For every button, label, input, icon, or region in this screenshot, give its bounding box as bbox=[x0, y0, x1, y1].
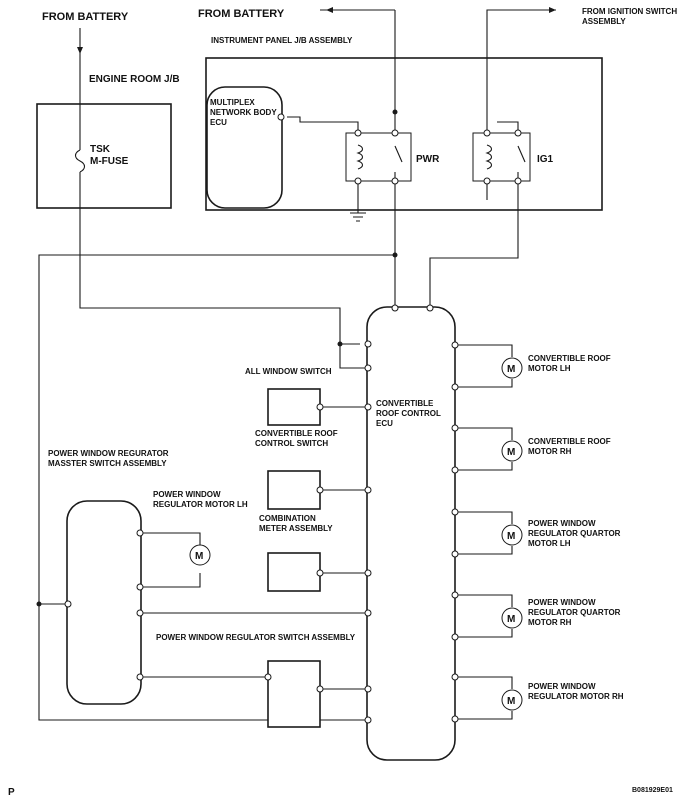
ig1-coil-icon bbox=[485, 144, 493, 170]
motor-icon bbox=[189, 544, 211, 566]
ecu-label-3: ECU bbox=[376, 419, 393, 428]
arrow-down-icon bbox=[77, 47, 83, 54]
connector-terminals bbox=[64, 113, 522, 724]
mpx-label-2: NETWORK BODY bbox=[210, 108, 277, 117]
pw-motor-lh-label-2: REGULATOR MOTOR LH bbox=[153, 500, 248, 509]
page-mark: P bbox=[8, 787, 15, 798]
mpx-label-3: ECU bbox=[210, 118, 227, 127]
instrument-panel-label: INSTRUMENT PANEL J/B ASSEMBLY bbox=[211, 36, 353, 45]
combo-label-2: METER ASSEMBLY bbox=[259, 524, 333, 533]
pw-switch-assembly-box bbox=[267, 660, 321, 728]
convertible-roof-ecu-box bbox=[366, 306, 456, 761]
motor-icon bbox=[501, 524, 523, 546]
motor-icon bbox=[501, 689, 523, 711]
engine-room-label: ENGINE ROOM J/B bbox=[89, 74, 180, 85]
qrh-label-3: MOTOR RH bbox=[528, 618, 572, 627]
roof-rh-label-1: CONVERTIBLE ROOF bbox=[528, 437, 611, 446]
unlabeled-component-box bbox=[267, 552, 321, 592]
master-switch-box bbox=[66, 500, 142, 705]
pw-motor-lh-label-1: POWER WINDOW bbox=[153, 490, 221, 499]
roof-rh-label-2: MOTOR RH bbox=[528, 447, 572, 456]
pwr-relay-box bbox=[345, 132, 412, 182]
arrow-right-icon bbox=[549, 7, 556, 13]
ecu-label-2: ROOF CONTROL bbox=[376, 409, 441, 418]
master-switch-label-1: POWER WINDOW REGURATOR bbox=[48, 449, 169, 458]
roof-motor-lh-wires bbox=[455, 344, 513, 388]
pwr-coil-icon bbox=[356, 144, 364, 170]
roof-switch-label-1: CONVERTIBLE ROOF bbox=[255, 429, 338, 438]
roof-lh-label-1: CONVERTIBLE ROOF bbox=[528, 354, 611, 363]
all-window-switch-wire bbox=[339, 344, 368, 369]
left-bus-wire bbox=[38, 254, 395, 721]
ig1-relay-wiring bbox=[429, 9, 556, 308]
qrh-label-2: REGULATOR QUARTOR bbox=[528, 608, 621, 617]
qlh-label-2: REGULATOR QUARTOR bbox=[528, 529, 621, 538]
roof-lh-label-2: MOTOR LH bbox=[528, 364, 571, 373]
quarter-motor-rh-wires bbox=[455, 594, 513, 638]
motor-symbol: M bbox=[507, 696, 515, 707]
arrow-left-icon bbox=[326, 7, 333, 13]
motor-symbol: M bbox=[507, 531, 515, 542]
fuse-icon bbox=[74, 149, 86, 173]
qlh-label-1: POWER WINDOW bbox=[528, 519, 596, 528]
qrh-label-1: POWER WINDOW bbox=[528, 598, 596, 607]
ig1-label: IG1 bbox=[537, 154, 554, 165]
motor-icon bbox=[501, 440, 523, 462]
ig1-relay-box bbox=[472, 132, 531, 182]
master-switch-wires bbox=[140, 532, 368, 678]
engine-room-jb-box bbox=[36, 103, 172, 209]
ecu-label-1: CONVERTIBLE bbox=[376, 399, 434, 408]
combo-label-1: COMBINATION bbox=[259, 514, 316, 523]
multiplex-ecu-box bbox=[206, 86, 283, 209]
fuse-label-1: TSK bbox=[90, 144, 111, 155]
from-battery-label-left: FROM BATTERY bbox=[42, 11, 129, 23]
roof-switch-label-2: CONTROL SWITCH bbox=[255, 439, 328, 448]
splice-dots bbox=[36, 109, 398, 607]
all-window-switch-label: ALL WINDOW SWITCH bbox=[245, 367, 332, 376]
quarter-motor-lh-wires bbox=[455, 511, 513, 555]
mpx-label-1: MULTIPLEX bbox=[210, 98, 255, 107]
fuse-label-2: M-FUSE bbox=[90, 156, 129, 167]
master-switch-label-2: MASSTER SWITCH ASSEMBLY bbox=[48, 459, 167, 468]
roof-control-switch-box bbox=[267, 388, 321, 426]
diagram-code: B081929E01 bbox=[632, 787, 673, 794]
motor-symbol: M bbox=[507, 447, 515, 458]
motor-icon bbox=[501, 357, 523, 379]
from-battery-label-right: FROM BATTERY bbox=[198, 8, 285, 20]
pwr-label: PWR bbox=[416, 154, 440, 165]
prh-label-2: REGULATOR MOTOR RH bbox=[528, 692, 624, 701]
ground-icon bbox=[350, 200, 366, 222]
motor-symbol: M bbox=[507, 614, 515, 625]
pw-motor-rh-wires bbox=[455, 676, 513, 720]
qlh-label-3: MOTOR LH bbox=[528, 539, 571, 548]
motor-icon bbox=[501, 607, 523, 629]
combination-meter-box bbox=[267, 470, 321, 510]
motor-symbol: M bbox=[195, 551, 203, 562]
pwr-relay-wiring bbox=[287, 9, 396, 308]
from-ignition-label-2: ASSEMBLY bbox=[582, 17, 626, 26]
pw-switch-assy-label: POWER WINDOW REGULATOR SWITCH ASSEMBLY bbox=[156, 633, 356, 642]
prh-label-1: POWER WINDOW bbox=[528, 682, 596, 691]
motor-symbol: M bbox=[507, 364, 515, 375]
from-ignition-label-1: FROM IGNITION SWITCH bbox=[582, 7, 677, 16]
roof-motor-rh-wires bbox=[455, 427, 513, 471]
